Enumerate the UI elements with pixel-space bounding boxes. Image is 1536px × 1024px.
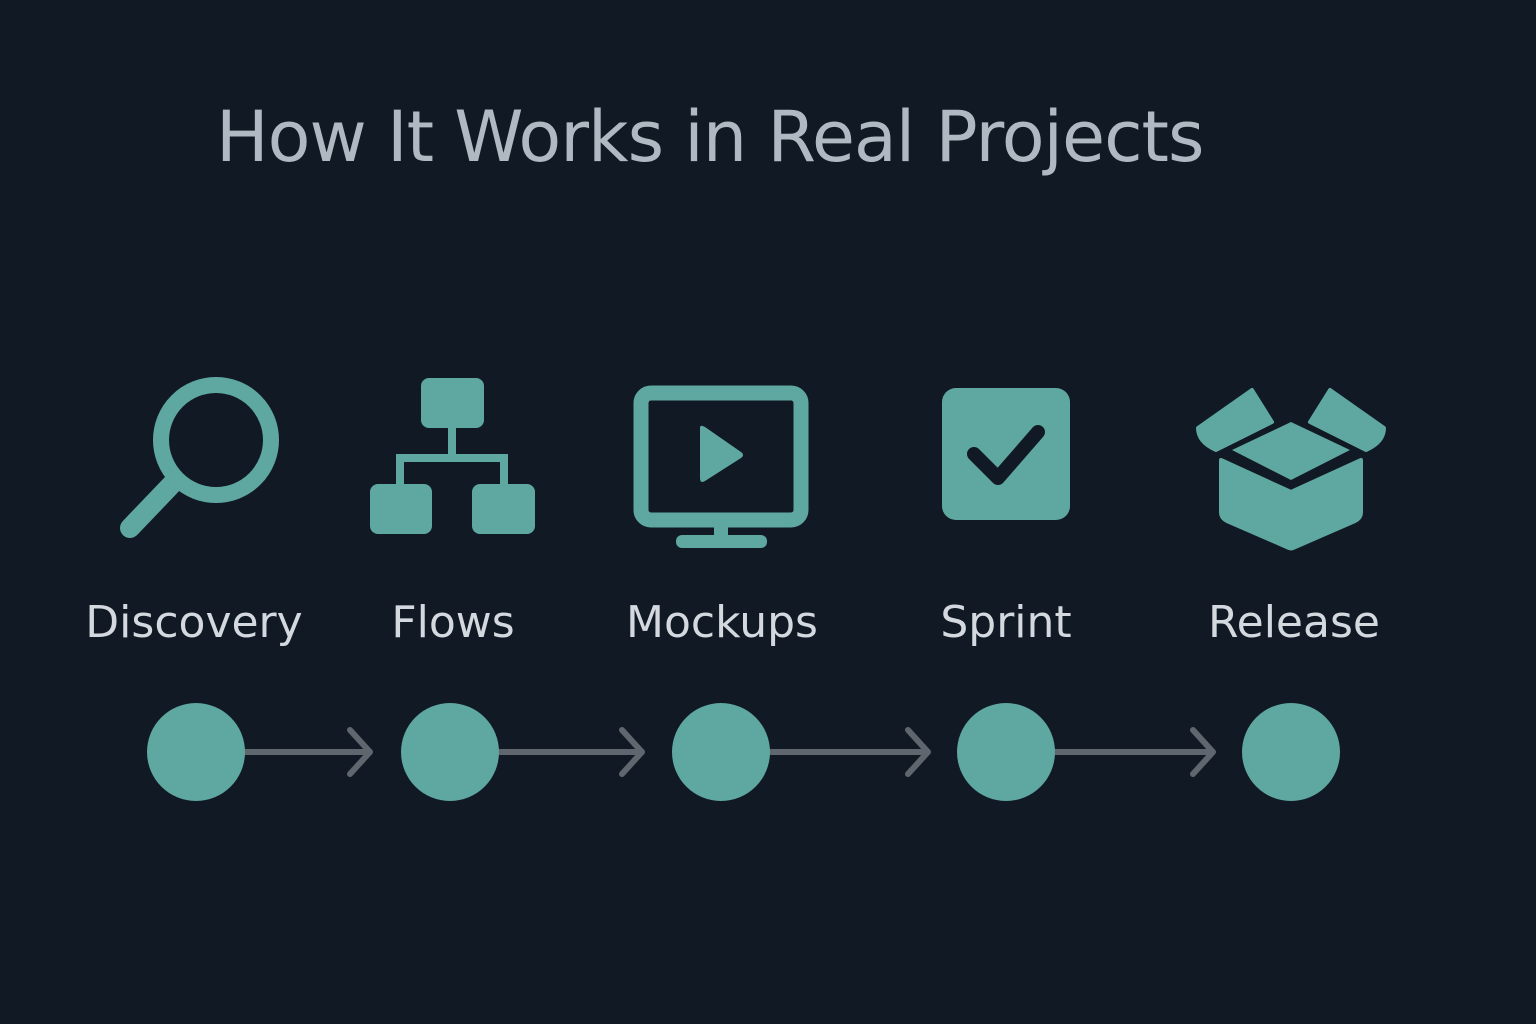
hierarchy-icon <box>370 378 535 534</box>
arrow-connector <box>1051 727 1216 777</box>
step-label-discovery: Discovery <box>85 597 303 648</box>
step-node <box>1242 703 1340 801</box>
page-title: How It Works in Real Projects <box>216 96 1204 178</box>
open-box-icon <box>1196 388 1386 551</box>
step-node <box>957 703 1055 801</box>
arrow-connector <box>767 727 931 777</box>
step-label-sprint: Sprint <box>940 597 1072 648</box>
arrow-connector <box>495 727 645 777</box>
arrow-connector <box>241 727 373 777</box>
step-label-mockups: Mockups <box>626 597 818 648</box>
step-node <box>672 703 770 801</box>
search-icon <box>120 377 279 538</box>
monitor-play-icon <box>633 385 809 548</box>
step-label-release: Release <box>1208 597 1380 648</box>
checkbox-icon <box>942 388 1070 520</box>
step-node <box>147 703 245 801</box>
step-node <box>401 703 499 801</box>
step-label-flows: Flows <box>391 597 515 648</box>
step-timeline <box>147 703 1340 801</box>
